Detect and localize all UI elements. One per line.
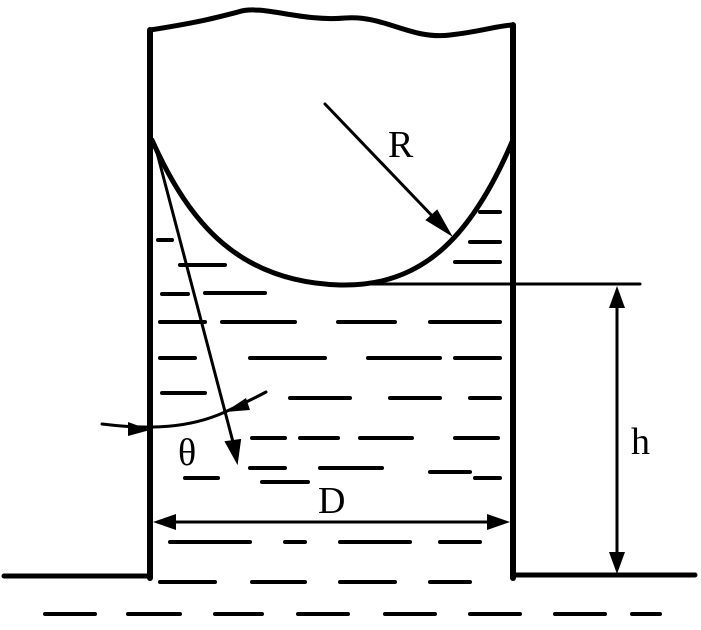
radius-arrow (323, 102, 453, 237)
diameter-label: D (318, 480, 345, 522)
radius-label: R (388, 124, 414, 166)
liquid-hatching-tube (156, 210, 502, 544)
height-dimension (609, 286, 625, 574)
angle-arrowhead-right (225, 398, 250, 412)
tube-break-line (147, 7, 516, 39)
diameter-dimension (153, 514, 510, 530)
angle-arrowhead-left (128, 422, 150, 436)
contact-angle-label: θ (178, 432, 196, 474)
liquid-hatching-reservoir (43, 580, 662, 616)
tangent-arrow (153, 143, 242, 466)
height-label: h (631, 421, 650, 463)
